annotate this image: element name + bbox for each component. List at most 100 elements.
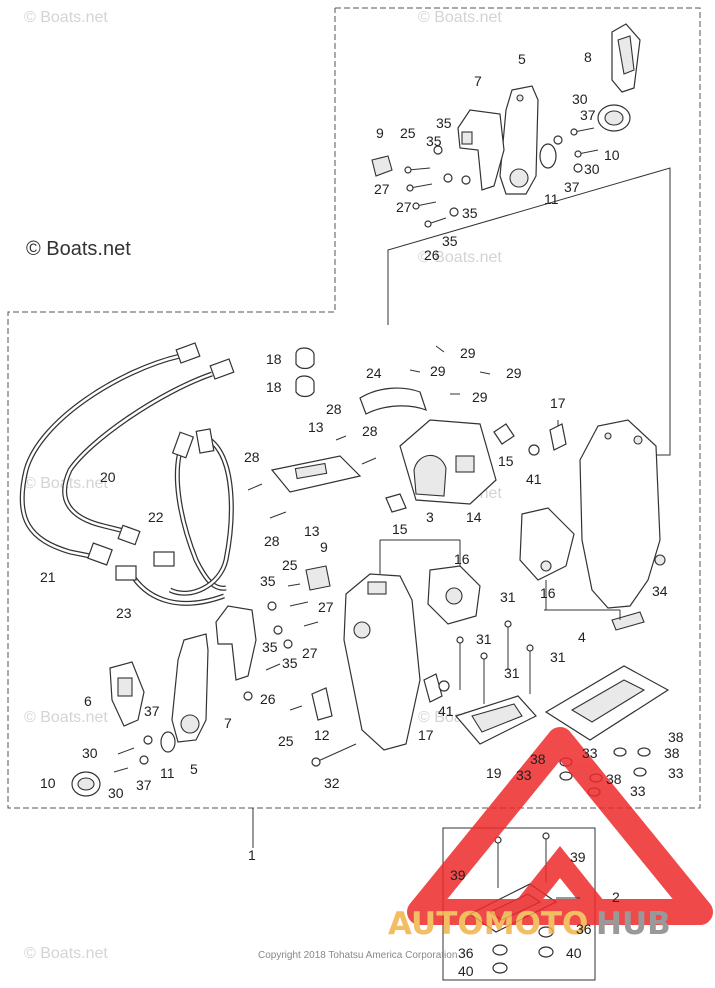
part-3-control-unit (343, 573, 421, 751)
leader-lines (379, 420, 621, 899)
callout-38: 38 (606, 771, 622, 787)
callout-13: 13 (304, 523, 320, 539)
part-15-clip (385, 493, 407, 513)
callout-15: 15 (498, 453, 514, 469)
part-41-washer (528, 444, 540, 456)
callout-35: 35 (442, 233, 458, 249)
part-12-bracket (311, 687, 333, 721)
copyright-text: Copyright 2018 Tohatsu America Corporati… (258, 950, 458, 961)
callout-14: 14 (466, 509, 482, 525)
callout-27: 27 (396, 199, 412, 215)
callout-28: 28 (326, 401, 342, 417)
watermark-text: © Boats.net (24, 945, 108, 962)
callout-10: 10 (40, 775, 56, 791)
part-18-clip (295, 375, 315, 398)
callout-7: 7 (224, 715, 232, 731)
callout-41: 41 (526, 471, 542, 487)
callout-13: 13 (308, 419, 324, 435)
callout-31: 31 (504, 665, 520, 681)
part-34-nut (654, 554, 666, 566)
callout-19: 19 (486, 765, 502, 781)
watermark-text: © Boats.net (24, 9, 108, 26)
part-17-bracket (549, 423, 567, 451)
callout-31: 31 (550, 649, 566, 665)
watermark-text: © Boats.net (418, 249, 502, 266)
callout-25: 25 (400, 125, 416, 141)
bolts-31 (456, 620, 534, 704)
callout-17: 17 (418, 727, 434, 743)
screws-28 (247, 345, 491, 519)
part-11-spacer-b (160, 731, 176, 753)
top-subassembly (371, 23, 641, 228)
screws-lower-left (113, 583, 319, 773)
callout-28: 28 (264, 533, 280, 549)
part-32-bolt (311, 757, 321, 767)
callout-8: 8 (584, 49, 592, 65)
callout-16: 16 (454, 551, 470, 567)
callout-33: 33 (668, 765, 684, 781)
callout-29: 29 (472, 389, 488, 405)
logo-text-automoto: AUTOMOTO (388, 906, 588, 942)
callout-28: 28 (244, 449, 260, 465)
part-16-gasket (519, 507, 575, 581)
callout-35: 35 (260, 573, 276, 589)
callout-39: 39 (450, 867, 466, 883)
callouts: 1 2 3 4 5 5 6 7 7 8 9 9 10 10 11 11 12 1… (40, 49, 684, 979)
part-7-bracket (457, 109, 505, 191)
callout-25: 25 (282, 557, 298, 573)
callout-9: 9 (376, 125, 384, 141)
automotohub-logo: AUTOMOTO HUB (388, 727, 713, 942)
callout-35: 35 (462, 205, 478, 221)
callout-6: 6 (84, 693, 92, 709)
callout-30: 30 (572, 91, 588, 107)
callout-37: 37 (580, 107, 596, 123)
callout-25: 25 (278, 733, 294, 749)
part-11-spacer (539, 143, 557, 169)
callout-29: 29 (460, 345, 476, 361)
callout-26: 26 (424, 247, 440, 263)
callout-22: 22 (148, 509, 164, 525)
washers-lower-left (139, 601, 293, 765)
part-5-lever-b (171, 633, 209, 743)
brand-watermark: © Boats.net (26, 238, 131, 260)
callout-27: 27 (318, 599, 334, 615)
callout-36: 36 (458, 945, 474, 961)
callout-36: 36 (576, 921, 592, 937)
callout-32: 32 (324, 775, 340, 791)
part-9-cap-b (305, 565, 331, 591)
callout-4: 4 (578, 629, 586, 645)
callout-35: 35 (436, 115, 452, 131)
callout-35: 35 (282, 655, 298, 671)
washer-set (433, 135, 583, 217)
callout-40: 40 (458, 963, 474, 979)
callout-3: 3 (426, 509, 434, 525)
callout-27: 27 (302, 645, 318, 661)
callout-5: 5 (190, 761, 198, 777)
callout-5: 5 (518, 51, 526, 67)
callout-11: 11 (544, 191, 559, 207)
middle-parts (270, 347, 670, 767)
part-14-housing (399, 419, 497, 505)
callout-41: 41 (438, 703, 454, 719)
callout-28: 28 (362, 423, 378, 439)
callout-31: 31 (500, 589, 516, 605)
callout-33: 33 (582, 745, 598, 761)
callout-15: 15 (392, 521, 408, 537)
wire-harness (19, 342, 235, 606)
part-24-cover (359, 387, 427, 415)
callout-29: 29 (430, 363, 446, 379)
callout-40: 40 (566, 945, 582, 961)
main-assembly-frame (7, 7, 701, 809)
callout-26: 26 (260, 691, 276, 707)
callout-34: 34 (652, 583, 668, 599)
callout-38: 38 (664, 745, 680, 761)
callout-38: 38 (668, 729, 684, 745)
callout-31: 31 (476, 631, 492, 647)
callout-37: 37 (144, 703, 160, 719)
callout-23: 23 (116, 605, 132, 621)
callout-38: 38 (530, 751, 546, 767)
watermark-text: © Boats.net (418, 9, 502, 26)
screw-set (404, 127, 599, 228)
callout-35: 35 (262, 639, 278, 655)
